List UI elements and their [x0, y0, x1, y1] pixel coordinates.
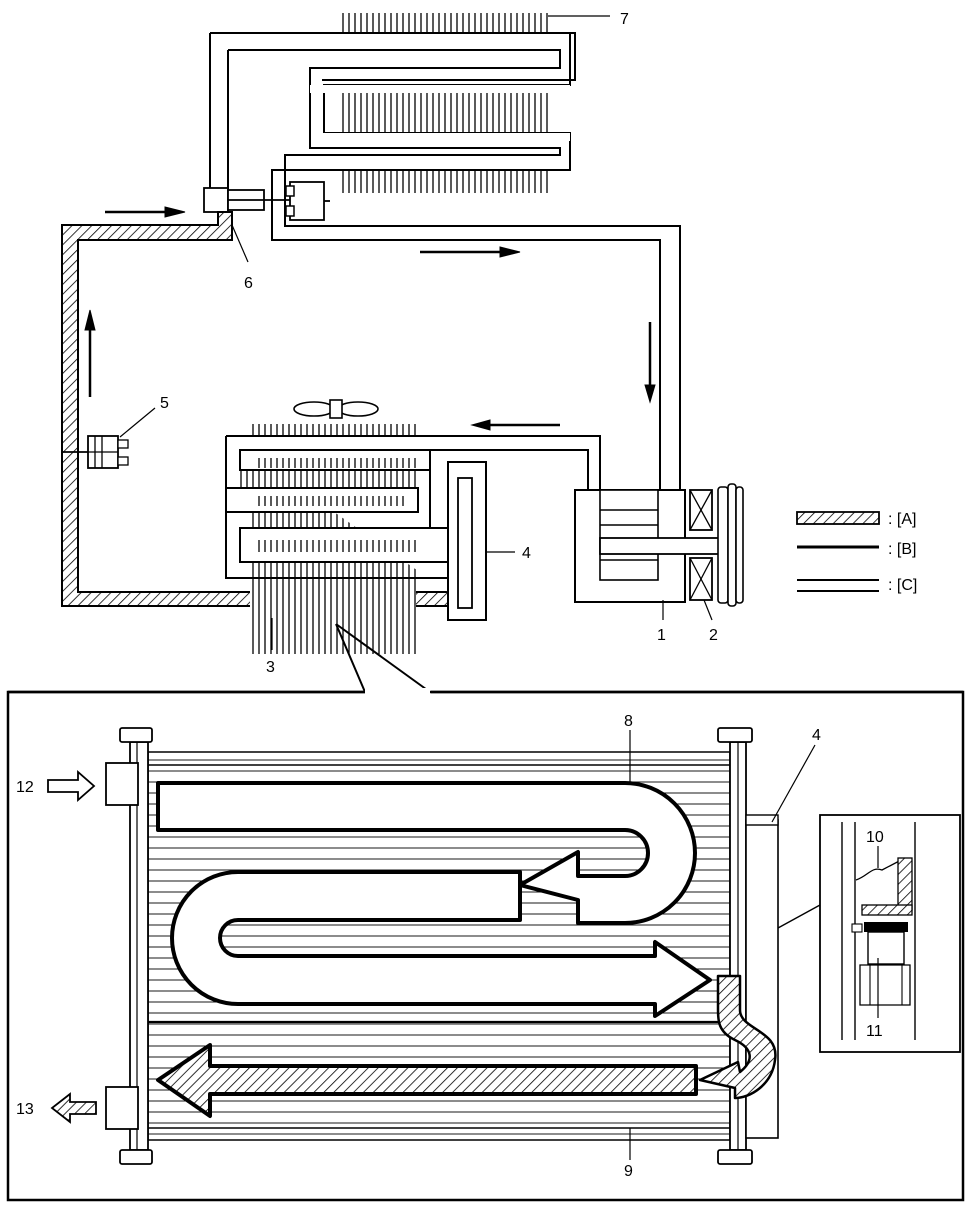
evaporator: [210, 13, 576, 215]
legend-swatch-a: [796, 511, 880, 525]
receiver-drier: [447, 461, 487, 621]
legend-label-b: : [B]: [888, 541, 916, 558]
pressure-switch: [62, 435, 129, 469]
top-leader-lines: [119, 15, 713, 650]
inlet-port: [105, 762, 139, 806]
detail-leader-lines: [629, 730, 879, 1160]
condenser: [225, 424, 601, 654]
desiccant-detail-inset: [777, 814, 961, 1053]
evaporator-inlet-pipe: [209, 33, 229, 200]
callout-12: 12: [16, 779, 34, 796]
compressor: [574, 489, 721, 603]
callout-8: 8: [624, 713, 633, 730]
legend-label-a: : [A]: [888, 511, 916, 528]
refrigerant-flow-path: [156, 781, 777, 1118]
callout-7: 7: [620, 11, 629, 28]
legend: : [A] : [B] : [C]: [796, 511, 917, 594]
callout-4-detail: 4: [812, 727, 821, 744]
outlet-port: [105, 1086, 139, 1130]
legend-label-c: : [C]: [888, 577, 917, 594]
callout-6: 6: [244, 275, 253, 292]
zoom-leader: [335, 623, 431, 693]
callout-9: 9: [624, 1163, 633, 1180]
suction-line-inner: [284, 215, 681, 510]
callout-11: 11: [866, 1023, 883, 1040]
callout-3: 3: [266, 659, 275, 676]
callout-10: 10: [866, 829, 884, 846]
inlet-arrow-icon: [47, 770, 96, 802]
fan-icon: [293, 399, 379, 419]
left-header-tank: [105, 727, 153, 1165]
callout-4-top: 4: [522, 545, 531, 562]
callout-1: 1: [657, 627, 666, 644]
flow-arrows: [84, 206, 656, 431]
suction-line-outer: [271, 215, 661, 490]
magnetic-clutch: [689, 483, 744, 607]
callout-2: 2: [709, 627, 718, 644]
outlet-arrow-icon: [50, 1092, 97, 1124]
callout-13: 13: [16, 1101, 34, 1118]
callout-5: 5: [160, 395, 169, 412]
